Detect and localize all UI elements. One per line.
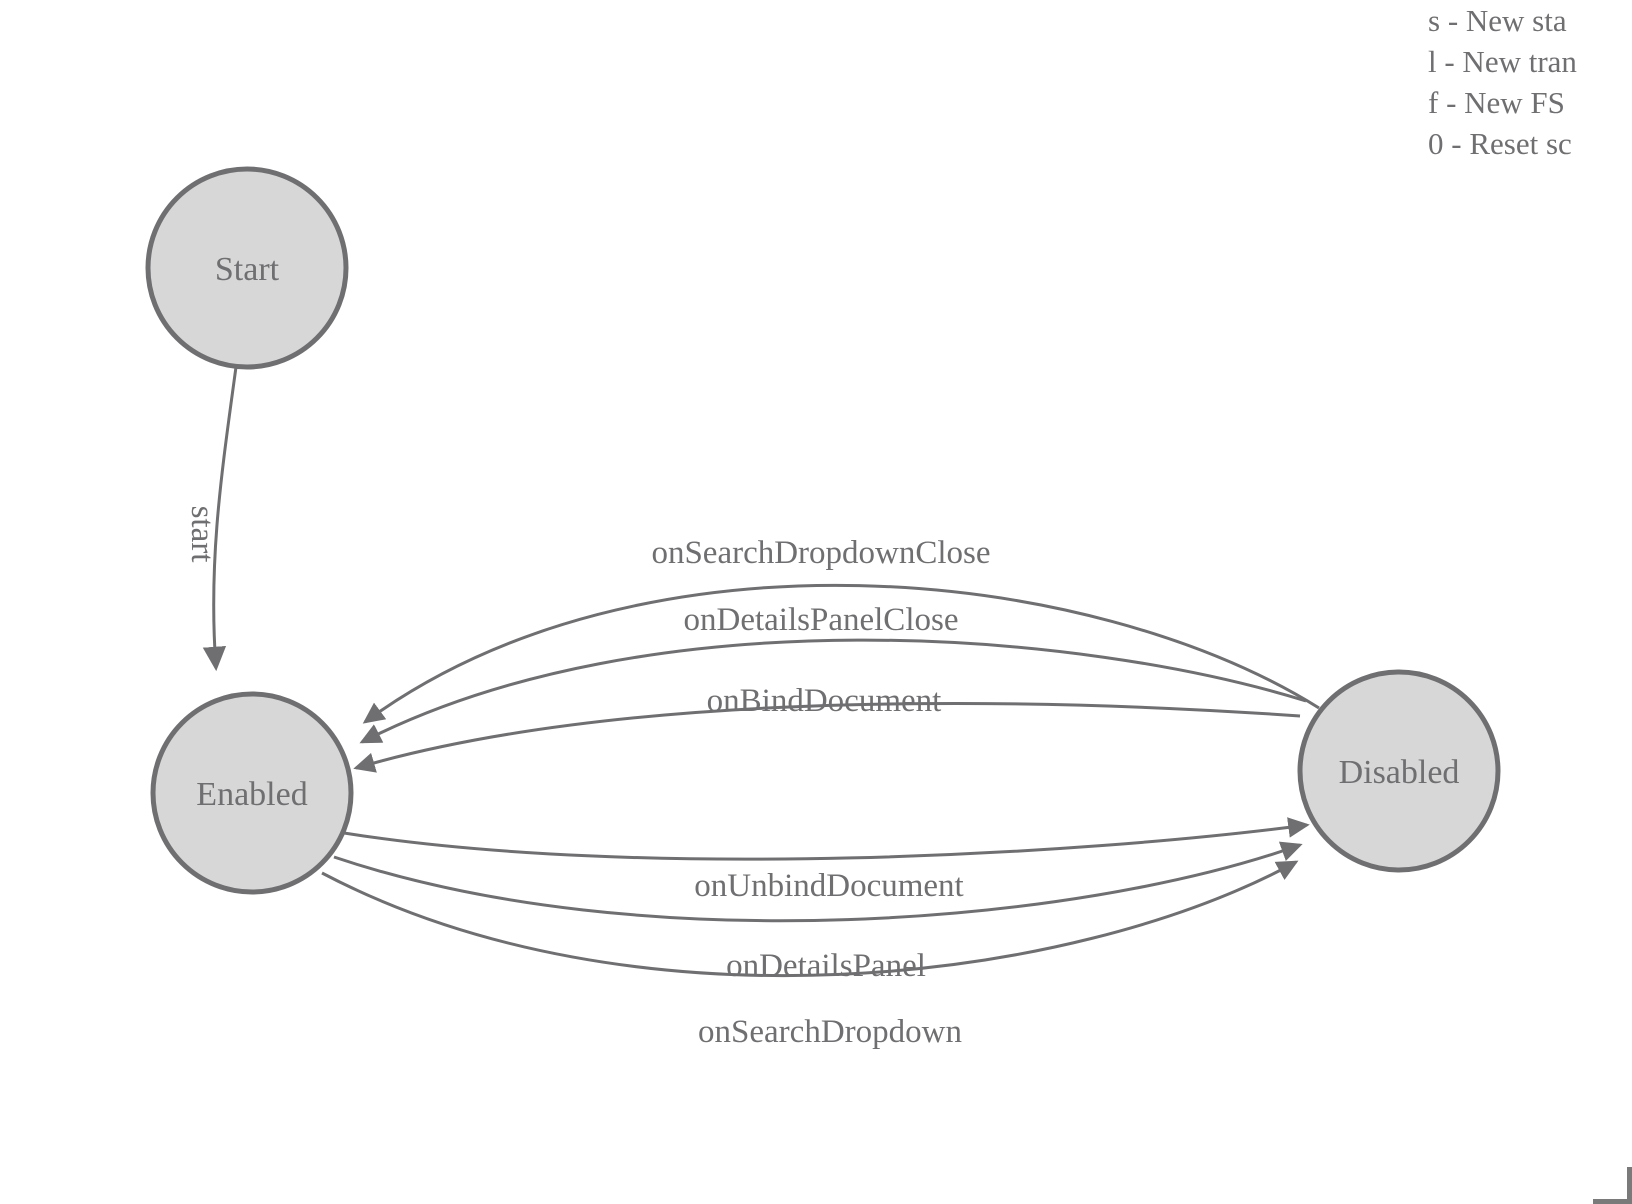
state-circle-start[interactable] (145, 166, 349, 370)
transition-onDetailsPanel[interactable] (333, 841, 1303, 923)
keyboard-shortcuts-help: s - New sta l - New tran f - New FS 0 - … (1428, 0, 1632, 164)
help-line-new-transition: l - New tran (1428, 44, 1577, 79)
transition-onDetailsPanelClose[interactable] (359, 638, 1307, 744)
transition-path-onUnbindDocument[interactable] (343, 817, 1310, 861)
transition-onSearchDropdownClose[interactable] (362, 583, 1320, 724)
transition-label-onSearchDropdownClose: onSearchDropdownClose (651, 535, 990, 571)
transition-onBindDocument[interactable] (353, 701, 1301, 773)
transition-label-onDetailsPanel: onDetailsPanel (726, 948, 926, 984)
transition-onSearchDropdown[interactable] (321, 860, 1299, 978)
transition-path-onBindDocument[interactable] (353, 701, 1301, 773)
transition-label-onUnbindDocument: onUnbindDocument (694, 868, 963, 904)
state-circle-disabled[interactable] (1297, 669, 1501, 873)
resize-corner-handle[interactable] (1593, 1167, 1632, 1204)
state-label-enabled: Enabled (196, 776, 307, 813)
state-circle-enabled[interactable] (150, 691, 354, 895)
transition-path-onSearchDropdownClose[interactable] (362, 583, 1320, 724)
transition-label-start: start (184, 506, 220, 563)
help-line-new-state: s - New sta (1428, 3, 1567, 38)
state-node-start[interactable]: Start (145, 166, 349, 370)
transition-onUnbindDocument[interactable] (343, 817, 1310, 861)
transition-path-start[interactable] (202, 366, 238, 672)
transition-label-onDetailsPanelClose: onDetailsPanelClose (684, 602, 959, 638)
transition-path-onDetailsPanel[interactable] (333, 841, 1303, 923)
transition-path-onSearchDropdown[interactable] (321, 860, 1299, 978)
help-line-reset: 0 - Reset sc (1428, 126, 1572, 161)
state-node-disabled[interactable]: Disabled (1297, 669, 1501, 873)
transition-start[interactable] (202, 366, 238, 672)
help-line-new-fsm: f - New FS (1428, 85, 1565, 120)
state-label-start: Start (215, 251, 280, 288)
transition-label-onBindDocument: onBindDocument (707, 683, 942, 719)
transition-label-onSearchDropdown: onSearchDropdown (698, 1014, 962, 1050)
state-node-enabled[interactable]: Enabled (150, 691, 354, 895)
state-label-disabled: Disabled (1339, 754, 1460, 791)
transition-path-onDetailsPanelClose[interactable] (359, 638, 1307, 744)
